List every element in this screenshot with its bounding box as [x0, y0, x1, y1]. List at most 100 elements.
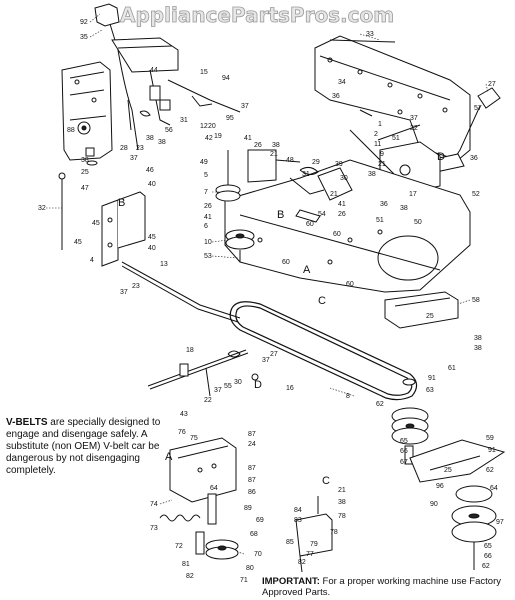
- part-number-label: 38: [474, 335, 482, 342]
- part-number-label: 65: [400, 438, 408, 445]
- part-number-label: 33: [366, 31, 374, 38]
- part-number-label: 6: [204, 223, 208, 230]
- part-number-label: 30: [340, 175, 348, 182]
- part-number-label: 9: [380, 151, 384, 158]
- part-number-label: 26: [254, 142, 262, 149]
- part-number-label: 17: [409, 191, 417, 198]
- rear-bracket: [384, 291, 459, 329]
- part-number-label: 63: [426, 387, 434, 394]
- v-belts-text: are specially designed to engage and dis…: [6, 417, 161, 476]
- part-number-label: 95: [226, 115, 234, 122]
- part-number-label: 38: [368, 171, 376, 178]
- part-number-label: 38: [146, 135, 154, 142]
- part-number-label: 56: [165, 127, 173, 134]
- part-number-label: 23: [132, 283, 140, 290]
- part-number-label: 66: [400, 448, 408, 455]
- part-number-label: 38: [474, 345, 482, 352]
- part-number-label: 65: [484, 543, 492, 550]
- shift-lever-assembly: [111, 37, 241, 151]
- part-number-label: 10: [204, 239, 212, 246]
- part-number-label: 83: [294, 517, 302, 524]
- part-number-label: 13: [160, 261, 168, 268]
- part-number-label: 19: [214, 133, 222, 140]
- part-number-label: 77: [306, 551, 314, 558]
- part-number-label: 26: [338, 211, 346, 218]
- part-number-label: 57: [474, 105, 482, 112]
- part-number-label: 37: [120, 289, 128, 296]
- idler-pulley-stack: [215, 150, 255, 262]
- part-number-label: 21: [330, 191, 338, 198]
- part-number-label: 41: [204, 214, 212, 221]
- part-number-label: 31: [302, 171, 310, 178]
- part-number-label: 40: [148, 245, 156, 252]
- part-number-label: 21: [378, 161, 386, 168]
- callout-a-bracket: A: [165, 451, 173, 463]
- part-number-label: 70: [254, 551, 262, 558]
- part-number-label: 82: [298, 559, 306, 566]
- part-number-label: 92: [80, 19, 88, 26]
- part-number-label: 4: [90, 257, 94, 264]
- part-number-label: 51: [376, 217, 384, 224]
- part-number-label: 21: [338, 487, 346, 494]
- part-number-label: 76: [178, 429, 186, 436]
- clutch-shaft-assembly: [147, 349, 259, 397]
- part-number-label: 38: [272, 142, 280, 149]
- part-number-label: 88: [67, 127, 75, 134]
- part-number-label: 68: [250, 531, 258, 538]
- part-number-labels: 92 35 33 27 57 15 94 44 37 20 56 31 19 1…: [38, 19, 504, 584]
- part-number-label: 38: [81, 157, 89, 164]
- watermark-text: AppliancePartsPros.com: [120, 3, 394, 27]
- part-number-label: 48: [286, 157, 294, 164]
- v-belts-heading: V-BELTS: [6, 417, 48, 428]
- part-number-label: 1: [378, 121, 382, 128]
- part-number-label: 22: [204, 397, 212, 404]
- part-number-label: 26: [204, 203, 212, 210]
- part-number-label: 89: [244, 505, 252, 512]
- bracket-b: [101, 191, 146, 267]
- engagement-lever: [247, 149, 353, 201]
- rod-32: [58, 172, 66, 250]
- part-number-label: 37: [241, 103, 249, 110]
- part-number-label: 53: [204, 253, 212, 260]
- part-number-label: 87: [248, 477, 256, 484]
- part-number-label: 82: [186, 573, 194, 580]
- electric-clutch-bracket: [409, 439, 506, 570]
- part-number-label: 80: [246, 565, 254, 572]
- part-number-label: 94: [222, 75, 230, 82]
- part-number-label: 39: [335, 161, 343, 168]
- part-number-label: 25: [426, 313, 434, 320]
- callout-b-left: B: [118, 197, 125, 209]
- part-number-label: 60: [346, 281, 354, 288]
- part-number-label: 34: [338, 79, 346, 86]
- part-number-label: 55: [224, 383, 232, 390]
- important-text: For a proper working machine use Factory…: [262, 576, 501, 598]
- part-number-label: 85: [286, 539, 294, 546]
- part-number-label: 69: [256, 517, 264, 524]
- part-number-label: 20: [208, 123, 216, 130]
- part-number-label: 15: [200, 69, 208, 76]
- part-number-label: 96: [436, 483, 444, 490]
- part-number-label: 54: [318, 211, 326, 218]
- part-number-label: 29: [312, 159, 320, 166]
- part-number-label: 28: [120, 145, 128, 152]
- part-number-label: 58: [472, 297, 480, 304]
- important-note: IMPORTANT: For a proper working machine …: [262, 576, 512, 598]
- part-number-label: 37: [214, 387, 222, 394]
- part-number-label: 75: [190, 435, 198, 442]
- part-number-label: 21: [270, 151, 278, 158]
- drive-pulley: [391, 378, 429, 465]
- part-number-label: 47: [81, 185, 89, 192]
- part-number-label: 36: [332, 93, 340, 100]
- callout-d-top: D: [437, 151, 445, 163]
- part-number-label: 61: [448, 365, 456, 372]
- part-number-label: 38: [338, 499, 346, 506]
- part-number-label: 38: [158, 139, 166, 146]
- part-number-label: 62: [482, 563, 490, 570]
- part-number-label: 22: [410, 125, 418, 132]
- part-number-label: 87: [248, 465, 256, 472]
- callout-c-bracket: C: [322, 475, 330, 487]
- part-number-label: 86: [248, 489, 256, 496]
- left-side-bracket: [61, 61, 113, 166]
- part-number-label: 78: [338, 513, 346, 520]
- part-number-label: 18: [186, 347, 194, 354]
